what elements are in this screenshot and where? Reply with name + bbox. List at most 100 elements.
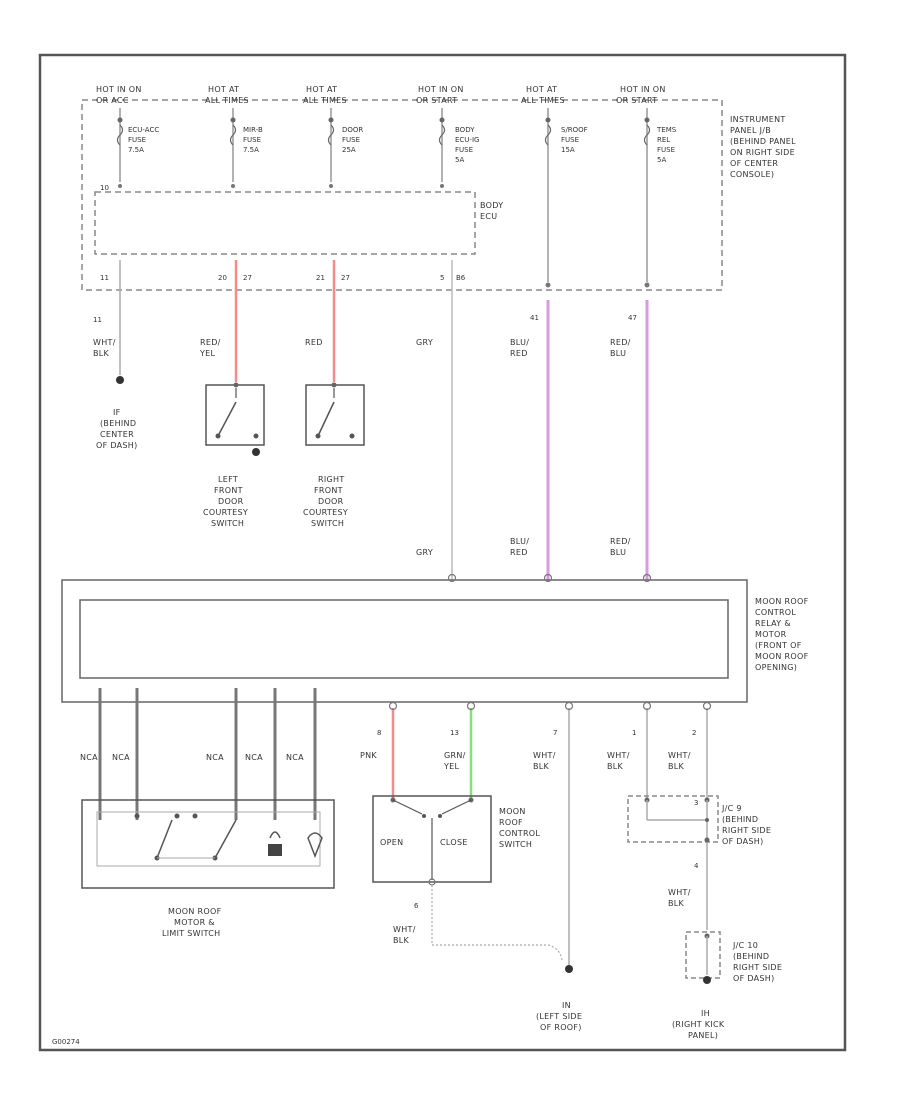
svg-text:ECU-ACC: ECU-ACC [128,126,159,134]
svg-text:5: 5 [440,274,444,282]
svg-text:FRONT: FRONT [314,486,343,495]
fuse-1: HOT IN ON OR ACC ECU-ACC FUSE 7.5A [96,85,159,182]
svg-text:FUSE: FUSE [561,136,579,144]
svg-text:ECU-IG: ECU-IG [455,136,479,144]
svg-text:ALL TIMES: ALL TIMES [205,96,249,105]
svg-text:11: 11 [93,316,102,324]
svg-text:BODY: BODY [480,201,503,210]
svg-text:HOT IN ON: HOT IN ON [96,85,142,94]
svg-text:YEL: YEL [443,762,460,771]
svg-text:RED/: RED/ [610,537,631,546]
right-door-courtesy-switch: RED RIGHT FRONT DOOR COURTESY SWITCH [303,260,365,528]
svg-text:OPENING): OPENING) [755,663,797,672]
svg-text:SWITCH: SWITCH [311,519,344,528]
svg-text:NCA: NCA [245,753,263,762]
svg-text:WHT/: WHT/ [668,751,691,760]
svg-text:PNK: PNK [360,751,377,760]
svg-text:11: 11 [100,274,109,282]
fuse-4: HOT IN ON OR START BODY ECU-IG FUSE 5A [416,85,479,182]
fuse-2: HOT AT ALL TIMES MIR-B FUSE 7.5A [205,85,263,182]
svg-text:RED: RED [305,338,323,347]
svg-text:YEL: YEL [199,349,216,358]
svg-text:FUSE: FUSE [243,136,261,144]
svg-text:27: 27 [243,274,252,282]
svg-text:INSTRUMENT: INSTRUMENT [730,115,786,124]
svg-text:SWITCH: SWITCH [211,519,244,528]
svg-text:ALL TIMES: ALL TIMES [303,96,347,105]
svg-text:RED: RED [510,548,528,557]
svg-text:RED/: RED/ [200,338,221,347]
body-ecu-label: BODY ECU [480,201,503,221]
svg-text:BLU: BLU [610,349,626,358]
moon-roof-control-relay: MOON ROOF CONTROL RELAY & MOTOR (FRONT O… [61,573,808,703]
svg-text:WHT/: WHT/ [93,338,116,347]
svg-text:MOON ROOF: MOON ROOF [168,907,222,916]
svg-text:20: 20 [218,274,227,282]
nca-wires: NCA NCA NCA NCA NCA [80,688,317,820]
svg-text:FUSE: FUSE [342,136,360,144]
svg-text:TEMS: TEMS [656,126,677,134]
svg-text:WHT/: WHT/ [533,751,556,760]
ecu-top-pins: 10 [100,184,444,192]
wire-grn-yel: 13 GRN/ YEL [443,701,476,800]
svg-text:BLU/: BLU/ [510,537,529,546]
svg-text:SWITCH: SWITCH [499,840,532,849]
ground-icon [252,448,260,456]
svg-text:4: 4 [694,862,699,870]
svg-text:7.5A: 7.5A [243,146,259,154]
wire-jc: 4 WHT/ BLK [668,842,708,930]
svg-text:FUSE: FUSE [128,136,146,144]
svg-text:OR START: OR START [616,96,657,105]
svg-text:BLK: BLK [607,762,624,771]
svg-text:27: 27 [341,274,350,282]
svg-text:(BEHIND: (BEHIND [722,815,758,824]
svg-text:(LEFT SIDE: (LEFT SIDE [536,1012,582,1021]
left-door-courtesy-switch: RED/ YEL LEFT FRONT DOOR COURTESY SWITCH [199,260,265,528]
svg-text:RIGHT SIDE: RIGHT SIDE [733,963,782,972]
svg-text:BLU: BLU [610,548,626,557]
svg-text:CLOSE: CLOSE [440,838,468,847]
svg-text:ECU: ECU [480,212,497,221]
wire-roof-ground: 7 WHT/ BLK IN (LEFT SIDE OF ROOF) [533,701,582,1032]
svg-text:RIGHT: RIGHT [318,475,345,484]
svg-text:OR START: OR START [416,96,457,105]
svg-text:6: 6 [414,902,419,910]
svg-text:5A: 5A [657,156,666,164]
junction-connector-9: 3 J/C 9 (BEHIND RIGHT SIDE OF DASH) [627,795,771,846]
svg-text:RED/: RED/ [610,338,631,347]
svg-text:BLK: BLK [668,762,685,771]
svg-text:7.5A: 7.5A [128,146,144,154]
svg-text:CONTROL: CONTROL [755,608,796,617]
svg-text:COURTESY: COURTESY [303,508,348,517]
svg-text:(FRONT OF: (FRONT OF [755,641,802,650]
svg-text:(BEHIND: (BEHIND [733,952,769,961]
motor-icon [268,844,282,856]
wire-switch-ground: 6 WHT/ BLK [393,878,563,961]
svg-text:(RIGHT KICK: (RIGHT KICK [672,1020,725,1029]
svg-text:BLK: BLK [393,936,410,945]
svg-text:FUSE: FUSE [455,146,473,154]
instrument-panel-jb-label: INSTRUMENT PANEL J/B (BEHIND PANEL ON RI… [730,115,796,179]
ground-icon [565,965,573,973]
svg-text:RELAY &: RELAY & [755,619,791,628]
svg-text:FUSE: FUSE [657,146,675,154]
svg-text:HOT AT: HOT AT [208,85,239,94]
svg-text:OF ROOF): OF ROOF) [540,1023,582,1032]
svg-text:GRN/: GRN/ [444,751,466,760]
svg-text:RIGHT SIDE: RIGHT SIDE [722,826,771,835]
svg-text:IH: IH [701,1009,710,1018]
svg-text:25A: 25A [342,146,356,154]
svg-text:MOON: MOON [499,807,526,816]
svg-text:NCA: NCA [112,753,130,762]
svg-text:HOT IN ON: HOT IN ON [418,85,464,94]
svg-text:WHT/: WHT/ [668,888,691,897]
wire-blu-red: BLU/ RED BLU/ RED [510,282,551,580]
moon-roof-motor-limit-switch: MOON ROOF MOTOR & LIMIT SWITCH [81,799,335,938]
svg-text:J/C 10: J/C 10 [732,941,758,950]
diagram-frame [38,53,847,1052]
svg-text:COURTESY: COURTESY [203,508,248,517]
wire-red-blu: RED/ BLU RED/ BLU [610,282,650,580]
svg-text:8: 8 [377,729,381,737]
ground-icon [116,376,124,384]
